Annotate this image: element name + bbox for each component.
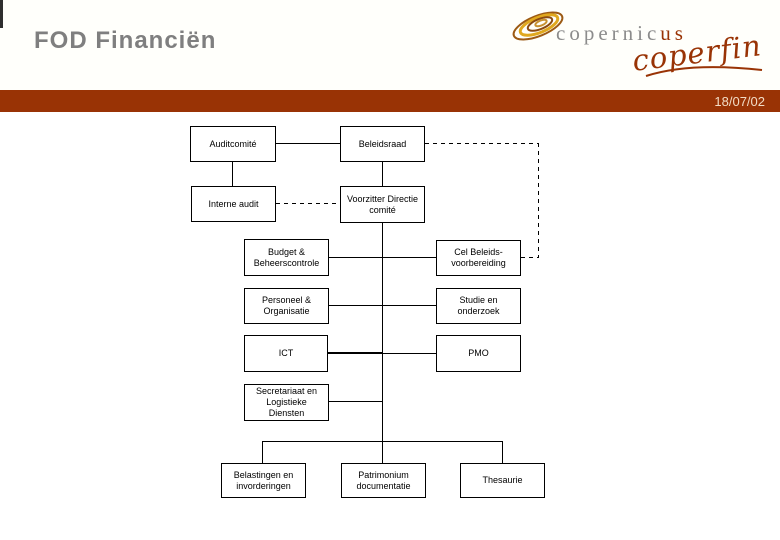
connector-beleidsraad-voorzitter xyxy=(382,162,383,186)
org-box-studie-onderzoek: Studie en onderzoek xyxy=(436,288,521,324)
org-box-belastingen-invorderingen: Belastingen en invorderingen xyxy=(221,463,306,498)
org-box-secretariaat-logistieke-diensten: Secretariaat en Logistieke Diensten xyxy=(244,384,329,421)
org-box-pmo: PMO xyxy=(436,335,521,372)
accent-date-bar: 18/07/02 xyxy=(0,90,780,112)
connector-budget-celbeleid xyxy=(329,257,436,258)
org-box-personeel-organisatie: Personeel & Organisatie xyxy=(244,288,329,324)
edge-accent-bar xyxy=(0,0,3,28)
page-title: FOD Financiën xyxy=(34,27,217,54)
org-box-cel-beleidsvoorbereiding: Cel Beleids- voorbereiding xyxy=(436,240,521,276)
connector-audit-beleidsraad xyxy=(276,143,340,144)
connector-personeel-studie xyxy=(329,305,436,306)
connector-ict-trunk-bold xyxy=(328,352,383,354)
slide-header: FOD Financiën copernicus coperfin xyxy=(0,0,780,90)
org-box-beleidsraad: Beleidsraad xyxy=(340,126,425,162)
connector-dashed-to-celbeleid xyxy=(521,257,539,258)
connector-interneaudit-voorzitter-dashed xyxy=(276,203,340,204)
copernicus-wordmark-gray: copernic xyxy=(556,21,661,45)
connector-secretariaat-trunk xyxy=(329,401,382,402)
coperfin-swash xyxy=(645,66,763,77)
org-box-ict: ICT xyxy=(244,335,328,372)
org-box-budget-beheerscontrole: Budget & Beheerscontrole xyxy=(244,239,329,276)
connector-trunk-pmo xyxy=(382,353,436,354)
connector-drop-thesaurie xyxy=(502,441,503,463)
connector-beleidsraad-dashed-v xyxy=(538,143,539,257)
connector-drop-belastingen xyxy=(262,441,263,463)
connector-audit-interneaudit xyxy=(232,162,233,186)
connector-drop-patrimonium xyxy=(382,441,383,463)
connector-beleidsraad-dashed-h xyxy=(425,143,538,144)
slide-date: 18/07/02 xyxy=(714,93,765,109)
org-box-interne-audit: Interne audit xyxy=(191,186,276,222)
copernicus-wordmark: copernicus xyxy=(556,21,687,46)
connector-trunk-vertical xyxy=(382,222,383,441)
org-box-patrimonium-documentatie: Patrimonium documentatie xyxy=(341,463,426,498)
org-box-thesaurie: Thesaurie xyxy=(460,463,545,498)
copernicus-wordmark-accent: us xyxy=(660,21,687,45)
copernicus-spiral-icon xyxy=(512,11,564,41)
org-box-auditcomite: Auditcomité xyxy=(190,126,276,162)
org-box-voorzitter-directiecomite: Voorzitter Directie comité xyxy=(340,186,425,223)
